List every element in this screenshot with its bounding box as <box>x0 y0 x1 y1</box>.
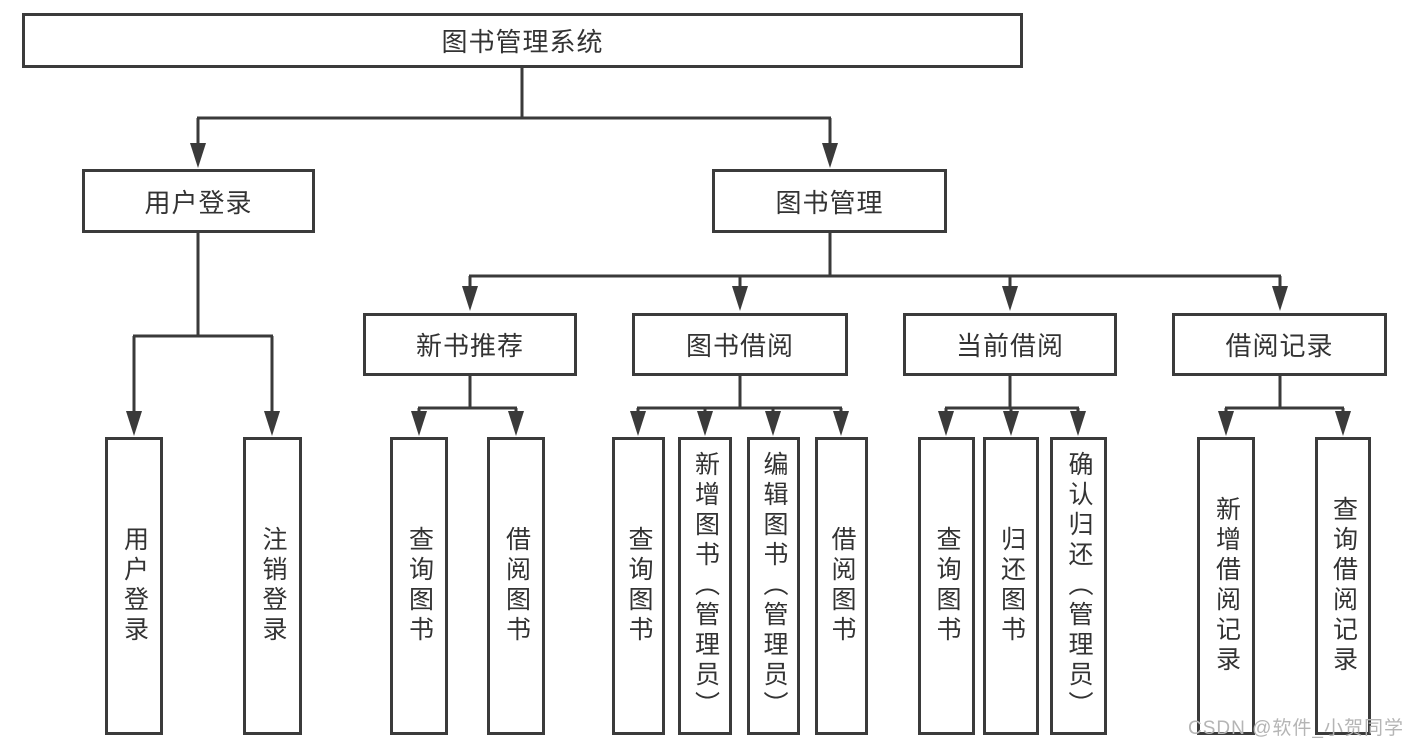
arrowhead <box>630 411 646 436</box>
leaf-label: 注销登录 <box>259 526 287 646</box>
leaf-label: 借阅图书 <box>828 526 856 646</box>
csdn-watermark: CSDN @软件_小贺同学 <box>1188 718 1404 739</box>
arrowhead <box>1335 411 1351 436</box>
connector-book-mgmt-to-level3 <box>468 233 1282 291</box>
node-borrow-record: 借阅记录 <box>1172 313 1387 376</box>
leaf-borrow-books-1: 借阅图书 <box>487 437 545 735</box>
arrowhead <box>765 411 781 436</box>
node-current-borrow: 当前借阅 <box>903 313 1117 376</box>
node-book-borrow-label: 图书借阅 <box>685 331 794 361</box>
leaf-add-books-admin: 新增图书（管理员） <box>678 437 732 735</box>
leaf-label: 归还图书 <box>997 526 1026 646</box>
arrowhead <box>411 411 427 436</box>
connector-user-login-children <box>132 233 274 416</box>
leaf-user-login: 用户登录 <box>105 437 163 735</box>
arrowhead <box>833 411 849 436</box>
leaf-query-books-2: 查询图书 <box>612 437 665 735</box>
leaf-logout: 注销登录 <box>243 437 302 735</box>
leaf-query-borrow-record: 查询借阅记录 <box>1315 437 1371 735</box>
node-book-borrow: 图书借阅 <box>632 313 848 376</box>
node-borrow-record-label: 借阅记录 <box>1225 331 1334 361</box>
leaf-label: 新增图书（管理员） <box>691 451 720 721</box>
node-root-label: 图书管理系统 <box>441 27 604 57</box>
arrowhead <box>1003 411 1019 436</box>
leaf-label: 借阅图书 <box>502 526 531 646</box>
leaf-query-books-3: 查询图书 <box>918 437 975 735</box>
node-root: 图书管理系统 <box>22 13 1023 68</box>
node-user-login-label: 用户登录 <box>144 187 253 218</box>
arrowhead <box>697 411 713 436</box>
arrowhead <box>264 411 280 436</box>
leaf-label: 查询图书 <box>405 526 434 646</box>
connector-new-book-rec-children <box>417 376 518 416</box>
arrowhead <box>508 411 524 436</box>
node-book-mgmt: 图书管理 <box>712 169 947 233</box>
node-new-book-rec: 新书推荐 <box>363 313 577 376</box>
arrowhead <box>822 143 838 168</box>
node-user-login: 用户登录 <box>82 169 315 233</box>
node-book-mgmt-label: 图书管理 <box>775 187 884 218</box>
arrowhead <box>190 143 206 168</box>
arrowhead <box>1002 286 1018 311</box>
connector-root-to-level2 <box>196 67 832 148</box>
leaf-label: 新增借阅记录 <box>1212 496 1241 676</box>
leaf-label: 查询图书 <box>625 526 653 646</box>
arrowhead <box>938 411 954 436</box>
arrowhead <box>1272 286 1288 311</box>
connector-borrow-record-children <box>1224 376 1345 416</box>
leaf-add-borrow-record: 新增借阅记录 <box>1197 437 1255 735</box>
leaf-label: 编辑图书（管理员） <box>760 451 788 721</box>
arrowhead <box>732 286 748 311</box>
node-current-borrow-label: 当前借阅 <box>955 331 1064 361</box>
leaf-edit-books-admin: 编辑图书（管理员） <box>747 437 800 735</box>
leaf-return-books: 归还图书 <box>983 437 1039 735</box>
arrowhead <box>126 411 142 436</box>
leaf-label: 查询借阅记录 <box>1329 496 1358 676</box>
arrowhead <box>1218 411 1234 436</box>
arrowhead <box>462 286 478 311</box>
leaf-label: 查询图书 <box>933 526 961 646</box>
node-new-book-rec-label: 新书推荐 <box>415 331 524 361</box>
leaf-confirm-return-admin: 确认归还（管理员） <box>1050 437 1107 735</box>
leaf-label: 用户登录 <box>120 526 149 646</box>
connector-book-borrow-children <box>636 376 843 416</box>
leaf-query-books-1: 查询图书 <box>390 437 448 735</box>
connector-current-borrow-children <box>944 376 1080 416</box>
arrowhead <box>1070 411 1086 436</box>
leaf-label: 确认归还（管理员） <box>1065 451 1093 721</box>
leaf-borrow-books-2: 借阅图书 <box>815 437 868 735</box>
